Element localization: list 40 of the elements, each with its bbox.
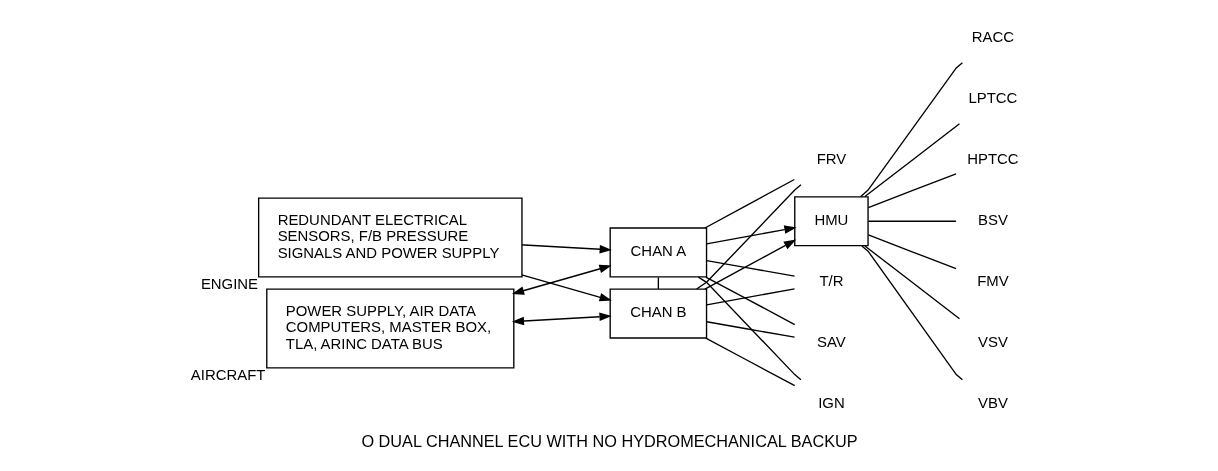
- arrow: [511, 264, 612, 295]
- node-box: HMU: [793, 196, 869, 247]
- connector: [863, 245, 960, 320]
- arrow: [705, 225, 797, 245]
- node-text: FRV: [816, 149, 846, 167]
- node-label: ENGINE: [200, 274, 258, 292]
- connector: [867, 220, 957, 222]
- node-box: POWER SUPPLY, AIR DATA COMPUTERS, MASTER BOX, TLA, ARINC DATA BUS: [265, 288, 514, 369]
- arrow: [520, 274, 612, 302]
- connector: [860, 245, 963, 381]
- connector: [705, 288, 795, 306]
- connector: [859, 62, 963, 198]
- connector: [867, 234, 957, 270]
- node-text: HPTCC: [966, 149, 1019, 167]
- connector: [695, 184, 802, 290]
- node-text: BSV: [977, 211, 1008, 229]
- caption: O DUAL CHANNEL ECU WITH NO HYDROMECHANICAL BACKUP: [360, 432, 858, 451]
- connector: [863, 123, 960, 198]
- node-label: AIRCRAFT: [190, 365, 265, 383]
- node-text: IGN: [817, 394, 845, 412]
- node-text: T/R: [818, 272, 843, 290]
- connector: [704, 337, 795, 387]
- connector: [697, 276, 802, 381]
- node-text: LPTCC: [967, 88, 1017, 106]
- node-text: FMV: [976, 272, 1009, 290]
- node-text: SAV: [816, 333, 846, 351]
- connector: [867, 173, 957, 209]
- connector: [704, 276, 795, 326]
- node-text: VSV: [977, 333, 1008, 351]
- arrow: [703, 239, 796, 290]
- connector: [705, 260, 795, 277]
- connector: [705, 321, 795, 338]
- node-box: CHAN B: [609, 288, 707, 339]
- node-text: RACC: [971, 27, 1014, 45]
- arrow: [520, 244, 612, 254]
- arrow: [511, 312, 612, 326]
- node-box: CHAN A: [609, 227, 707, 278]
- node-text: VBV: [977, 394, 1008, 412]
- connector: [703, 178, 795, 229]
- node-box: REDUNDANT ELECTRICAL SENSORS, F/B PRESSURE SIGNALS AND POWER SUPPLY: [257, 197, 523, 278]
